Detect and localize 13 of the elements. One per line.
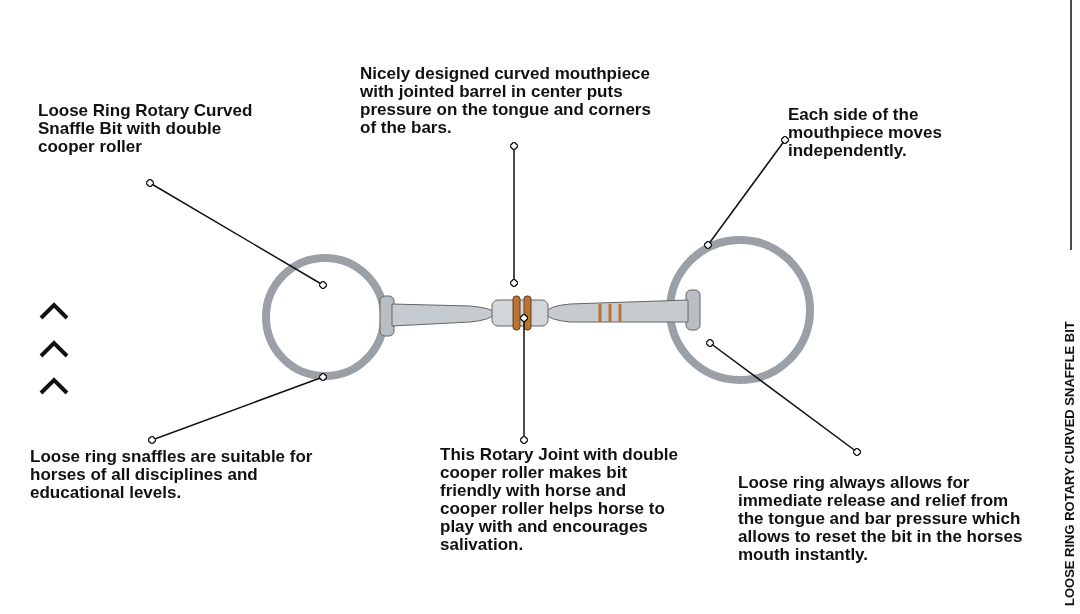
callout-text: Loose ring snaffles are suitable for horses of all disciplines and educational levels. (30, 448, 320, 502)
callout-text: Loose Ring Rotary Curved Snaffle Bit with double cooper roller (38, 102, 278, 156)
leader-line (703, 135, 790, 250)
vertical-title: LOOSE RING ROTARY CURVED SNAFFLE BIT (1062, 321, 1077, 606)
callout-text: This Rotary Joint with double cooper roller makes bit friendly with horse and cooper roller helps horse to play with and encourages salivation. (440, 446, 685, 554)
leader-line (509, 141, 519, 288)
leader-line (519, 313, 529, 445)
callout-text: Loose ring always allows for immediate release and relief from the tongue and bar pressure which allows to reset the bit in the horses mouth instantly. (738, 474, 1038, 564)
callout-text: Nicely designed curved mouthpiece with jointed barrel in center puts pressure on the tongue and corners of the bars. (360, 65, 670, 137)
leader-line (147, 372, 328, 445)
callout-text: Each side of the mouthpiece moves independently. (788, 106, 988, 160)
leader-line (705, 338, 862, 457)
leader-line (145, 178, 328, 290)
